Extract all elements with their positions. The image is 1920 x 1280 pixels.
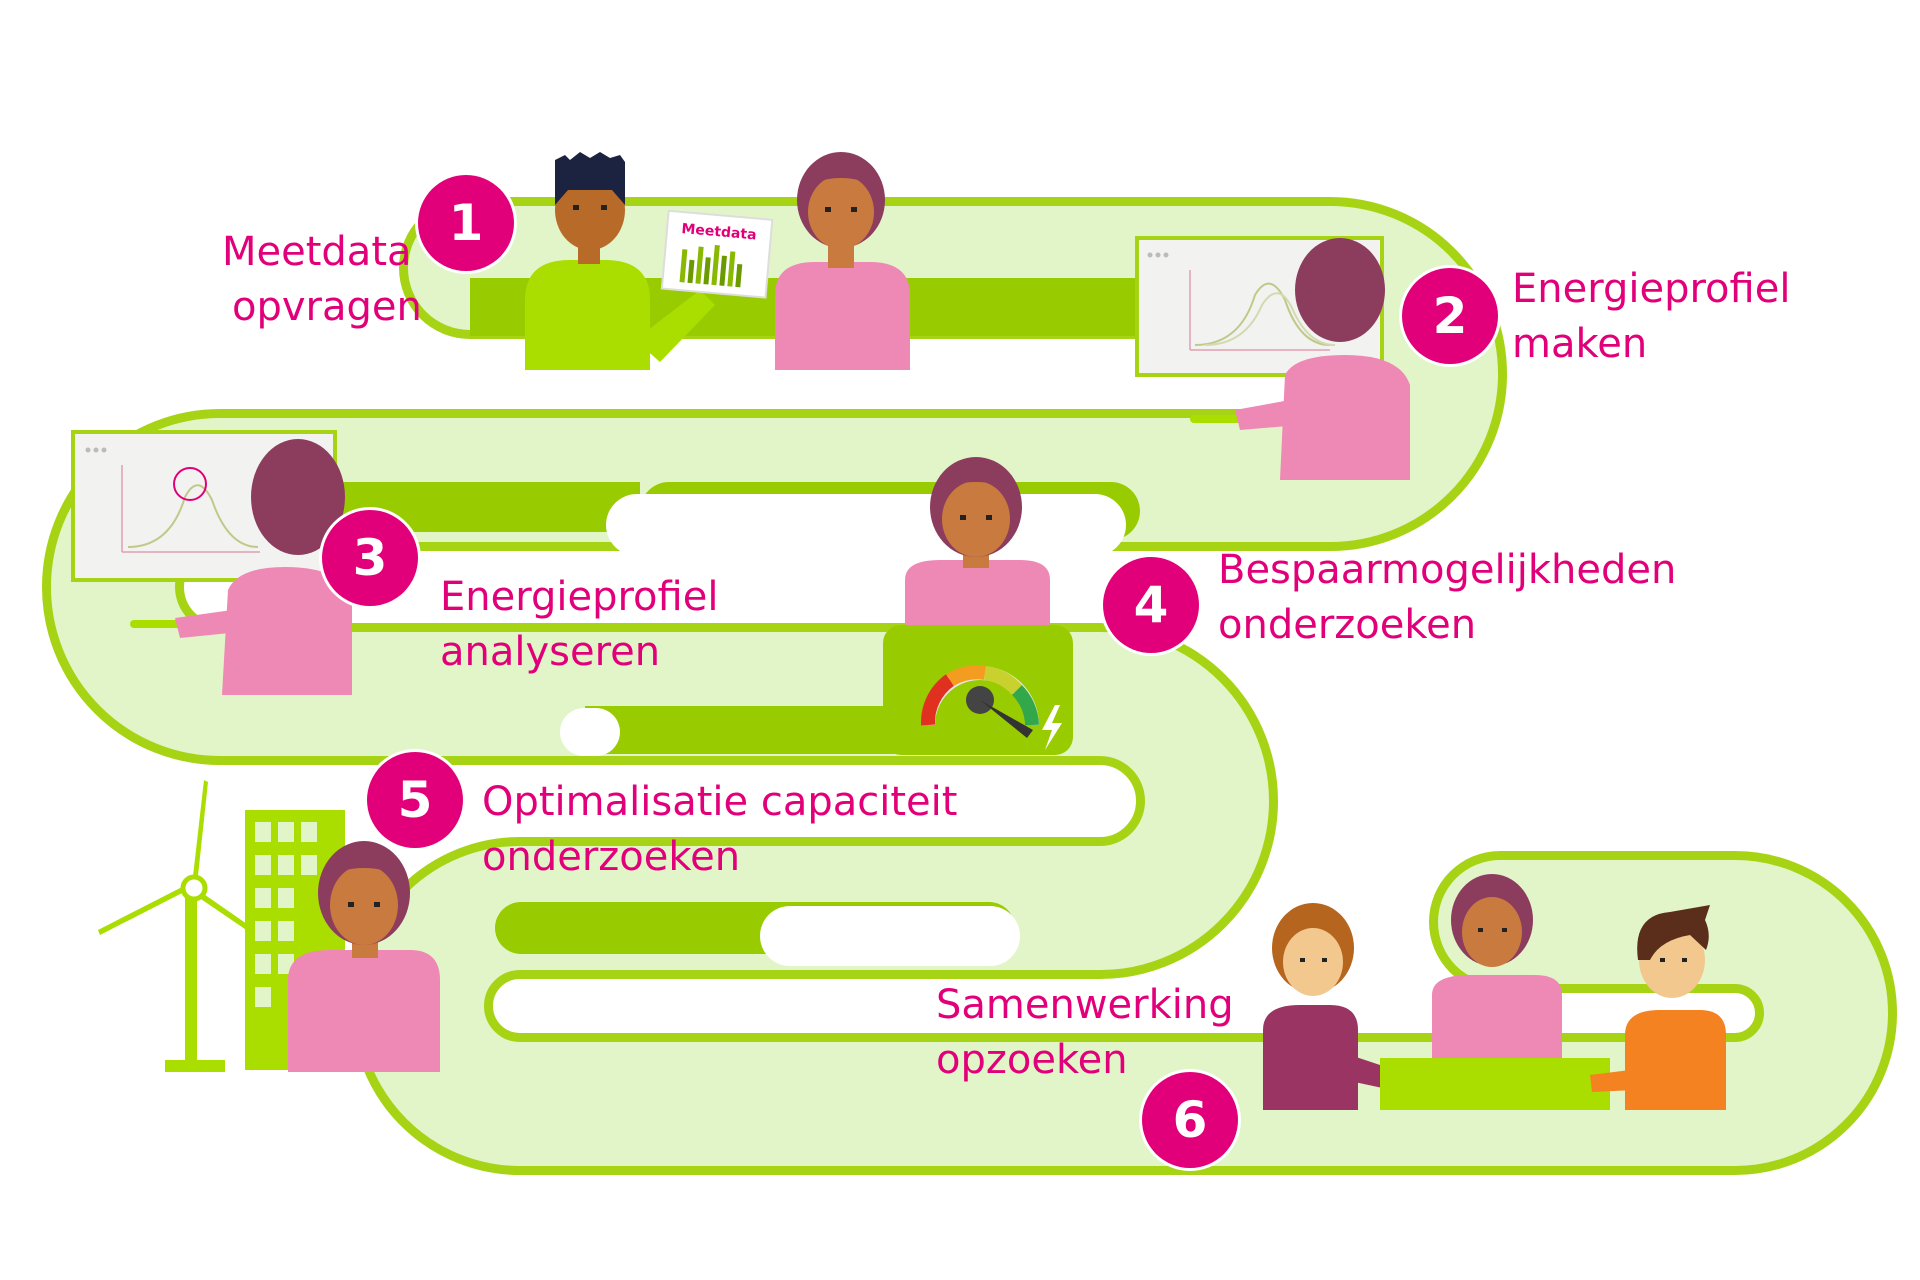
step-5-badge: 5 xyxy=(367,752,463,848)
woman-figure-2 xyxy=(1235,238,1410,480)
step-3-label-line2: analyseren xyxy=(440,629,661,675)
step-1-label-line1: Meetdata xyxy=(222,229,412,275)
scene-1-figures: Meetdata xyxy=(525,152,910,370)
woman-figure-6b xyxy=(1432,874,1562,1060)
woman-figure-3 xyxy=(175,439,352,695)
step-3-badge: 3 xyxy=(322,510,418,606)
meetdata-card: Meetdata xyxy=(660,209,774,299)
scene-6-figures xyxy=(1263,874,1726,1110)
step-4-badge: 4 xyxy=(1103,557,1199,653)
step-4-label-line1: Bespaarmogelijkheden xyxy=(1218,547,1677,593)
step-6-badge: 6 xyxy=(1142,1072,1238,1168)
step-5-label-line1: Optimalisatie capaciteit xyxy=(482,779,958,825)
scene-3-figures xyxy=(71,430,352,695)
step-3-label-line1: Energieprofiel xyxy=(440,574,719,620)
step-6-label: Samenwerking opzoeken xyxy=(936,978,1234,1088)
step-2-badge: 2 xyxy=(1402,268,1498,364)
step-2-label-line1: Energieprofiel xyxy=(1512,266,1791,312)
step-1-label-line2: opvragen xyxy=(232,284,422,330)
woman-figure-6a xyxy=(1263,903,1395,1110)
step-6-label-line2: opzoeken xyxy=(936,1037,1128,1083)
step-4-label-line2: onderzoeken xyxy=(1218,602,1477,648)
step-6-label-line1: Samenwerking xyxy=(936,982,1234,1028)
meeting-table xyxy=(1380,1058,1610,1110)
man-figure-6c xyxy=(1590,905,1726,1110)
man-figure xyxy=(525,152,715,370)
scene-5-figures xyxy=(98,780,440,1072)
step-2-label-line2: maken xyxy=(1512,321,1648,367)
meetdata-card-label: Meetdata xyxy=(681,221,757,243)
step-5-label: Optimalisatie capaciteit onderzoeken xyxy=(482,775,957,885)
scene-4-figures xyxy=(883,457,1073,755)
step-2-label: Energieprofiel maken xyxy=(1512,262,1790,372)
step-1-badge: 1 xyxy=(418,175,514,271)
step-4-label: Bespaarmogelijkheden onderzoeken xyxy=(1218,543,1676,653)
energy-gauge-icon xyxy=(883,625,1073,755)
woman-figure-4 xyxy=(905,457,1050,640)
wind-turbine-icon xyxy=(98,780,270,1072)
step-1-label: Meetdata opvragen xyxy=(222,225,422,335)
step-5-label-line2: onderzoeken xyxy=(482,834,741,880)
woman-figure-1 xyxy=(775,152,910,370)
woman-figure-5 xyxy=(288,841,440,1072)
step-3-label: Energieprofiel analyseren xyxy=(440,570,718,680)
scene-2-figures xyxy=(1135,236,1410,480)
